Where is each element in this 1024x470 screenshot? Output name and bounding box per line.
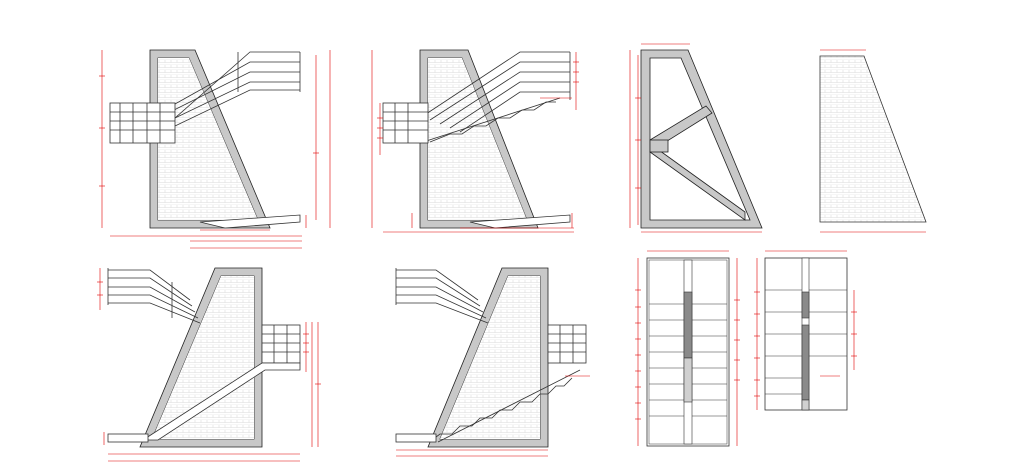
- handrail-upper: [419, 51, 571, 133]
- handrail-upper: [107, 268, 201, 324]
- plan-8: [754, 250, 857, 411]
- stair-treads: [419, 97, 561, 144]
- dimension-lines: [371, 50, 579, 233]
- wall-infill: [440, 276, 540, 439]
- elevation-1: [99, 49, 331, 249]
- stair-treads: [431, 369, 581, 443]
- stair-core: [683, 291, 693, 359]
- handrail-landing: [382, 102, 429, 144]
- elevation-2: [371, 49, 579, 233]
- handrail-landing: [109, 102, 176, 144]
- bottom-landing: [107, 433, 149, 443]
- wall-infill: [152, 276, 254, 439]
- elevation-6: [395, 267, 590, 457]
- dimension-lines: [396, 375, 590, 457]
- dimension-lines: [97, 268, 321, 462]
- stair-core-base: [801, 399, 810, 411]
- elevation-4: [819, 49, 927, 233]
- handrail-upper: [395, 268, 489, 324]
- dimension-lines: [820, 49, 926, 233]
- dimension-lines: [629, 43, 762, 233]
- stair-core-lower: [801, 324, 810, 401]
- dimension-lines: [635, 250, 740, 446]
- stair-flight: [141, 362, 301, 441]
- stair-core: [801, 291, 810, 319]
- handrail-upper: [149, 51, 301, 141]
- bracing-node: [649, 139, 669, 153]
- wall-face: [819, 55, 927, 223]
- elevation-5: [97, 267, 321, 462]
- lower-flight: [469, 214, 571, 229]
- wall-infill: [158, 58, 258, 220]
- dimension-lines: [754, 250, 857, 410]
- stair-core-lower: [683, 357, 693, 403]
- bottom-landing: [395, 433, 437, 443]
- concrete-frame: [640, 49, 763, 229]
- handrail-landing: [261, 324, 301, 364]
- plan-7: [635, 250, 740, 447]
- lower-flight: [199, 214, 301, 229]
- wall-infill: [428, 58, 527, 220]
- handrail-landing: [547, 324, 587, 364]
- dimension-lines: [99, 50, 331, 249]
- section-3: [629, 43, 763, 233]
